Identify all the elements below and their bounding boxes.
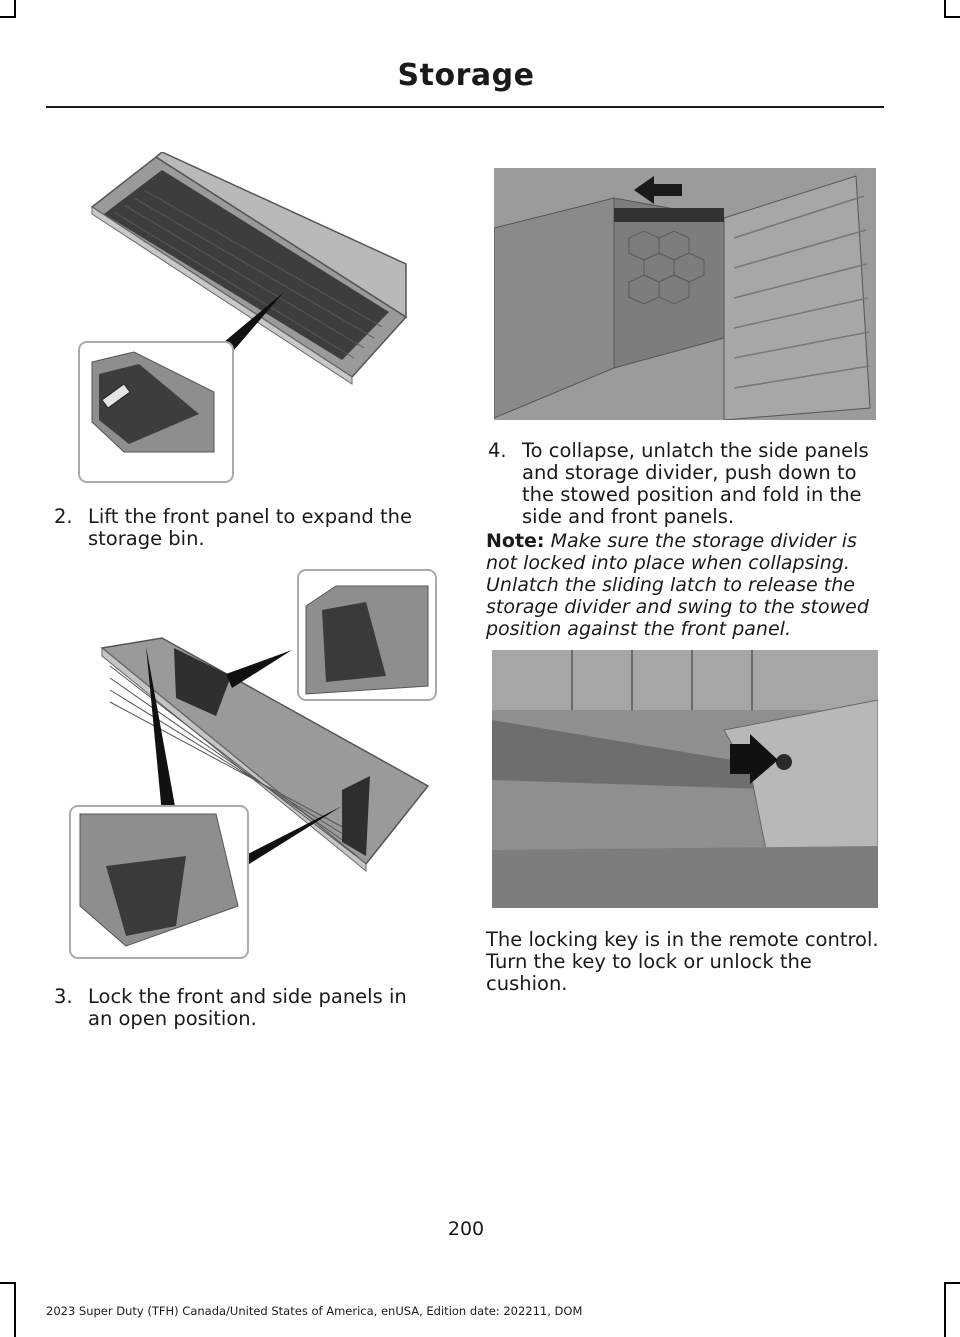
collapse-panel-illustration <box>494 168 876 420</box>
locking-key-illustration <box>492 650 878 908</box>
crop-mark <box>944 16 960 18</box>
crop-mark <box>944 0 946 18</box>
crop-mark <box>14 0 16 18</box>
note-text: Make sure the storage divider is not loc… <box>486 530 869 640</box>
crop-mark <box>0 1282 16 1284</box>
header-divider <box>46 106 884 108</box>
expanded-bin-illustration <box>69 569 437 959</box>
step-number: 4. <box>488 439 507 462</box>
note-label: Note: <box>486 530 545 552</box>
step-number: 2. <box>54 505 73 528</box>
crop-mark <box>944 1282 946 1337</box>
crop-mark <box>944 1282 960 1284</box>
crop-mark <box>14 1282 16 1337</box>
step-number: 3. <box>54 985 73 1008</box>
footer-text: 2023 Super Duty (TFH) Canada/United Stat… <box>46 1304 583 1318</box>
locking-key-paragraph: The locking key is in the remote control… <box>486 928 879 995</box>
storage-tray-illustration <box>78 152 408 483</box>
page-title: Storage <box>397 58 535 93</box>
page-number: 200 <box>447 1218 485 1240</box>
note: Note: Make sure the storage divider is n… <box>486 530 886 640</box>
step-text: To collapse, unlatch the side panels and… <box>522 439 869 528</box>
step-text: Lift the front panel to expand the stora… <box>88 505 412 550</box>
step-text: Lock the front and side panels in an ope… <box>88 985 407 1030</box>
crop-mark <box>0 16 16 18</box>
